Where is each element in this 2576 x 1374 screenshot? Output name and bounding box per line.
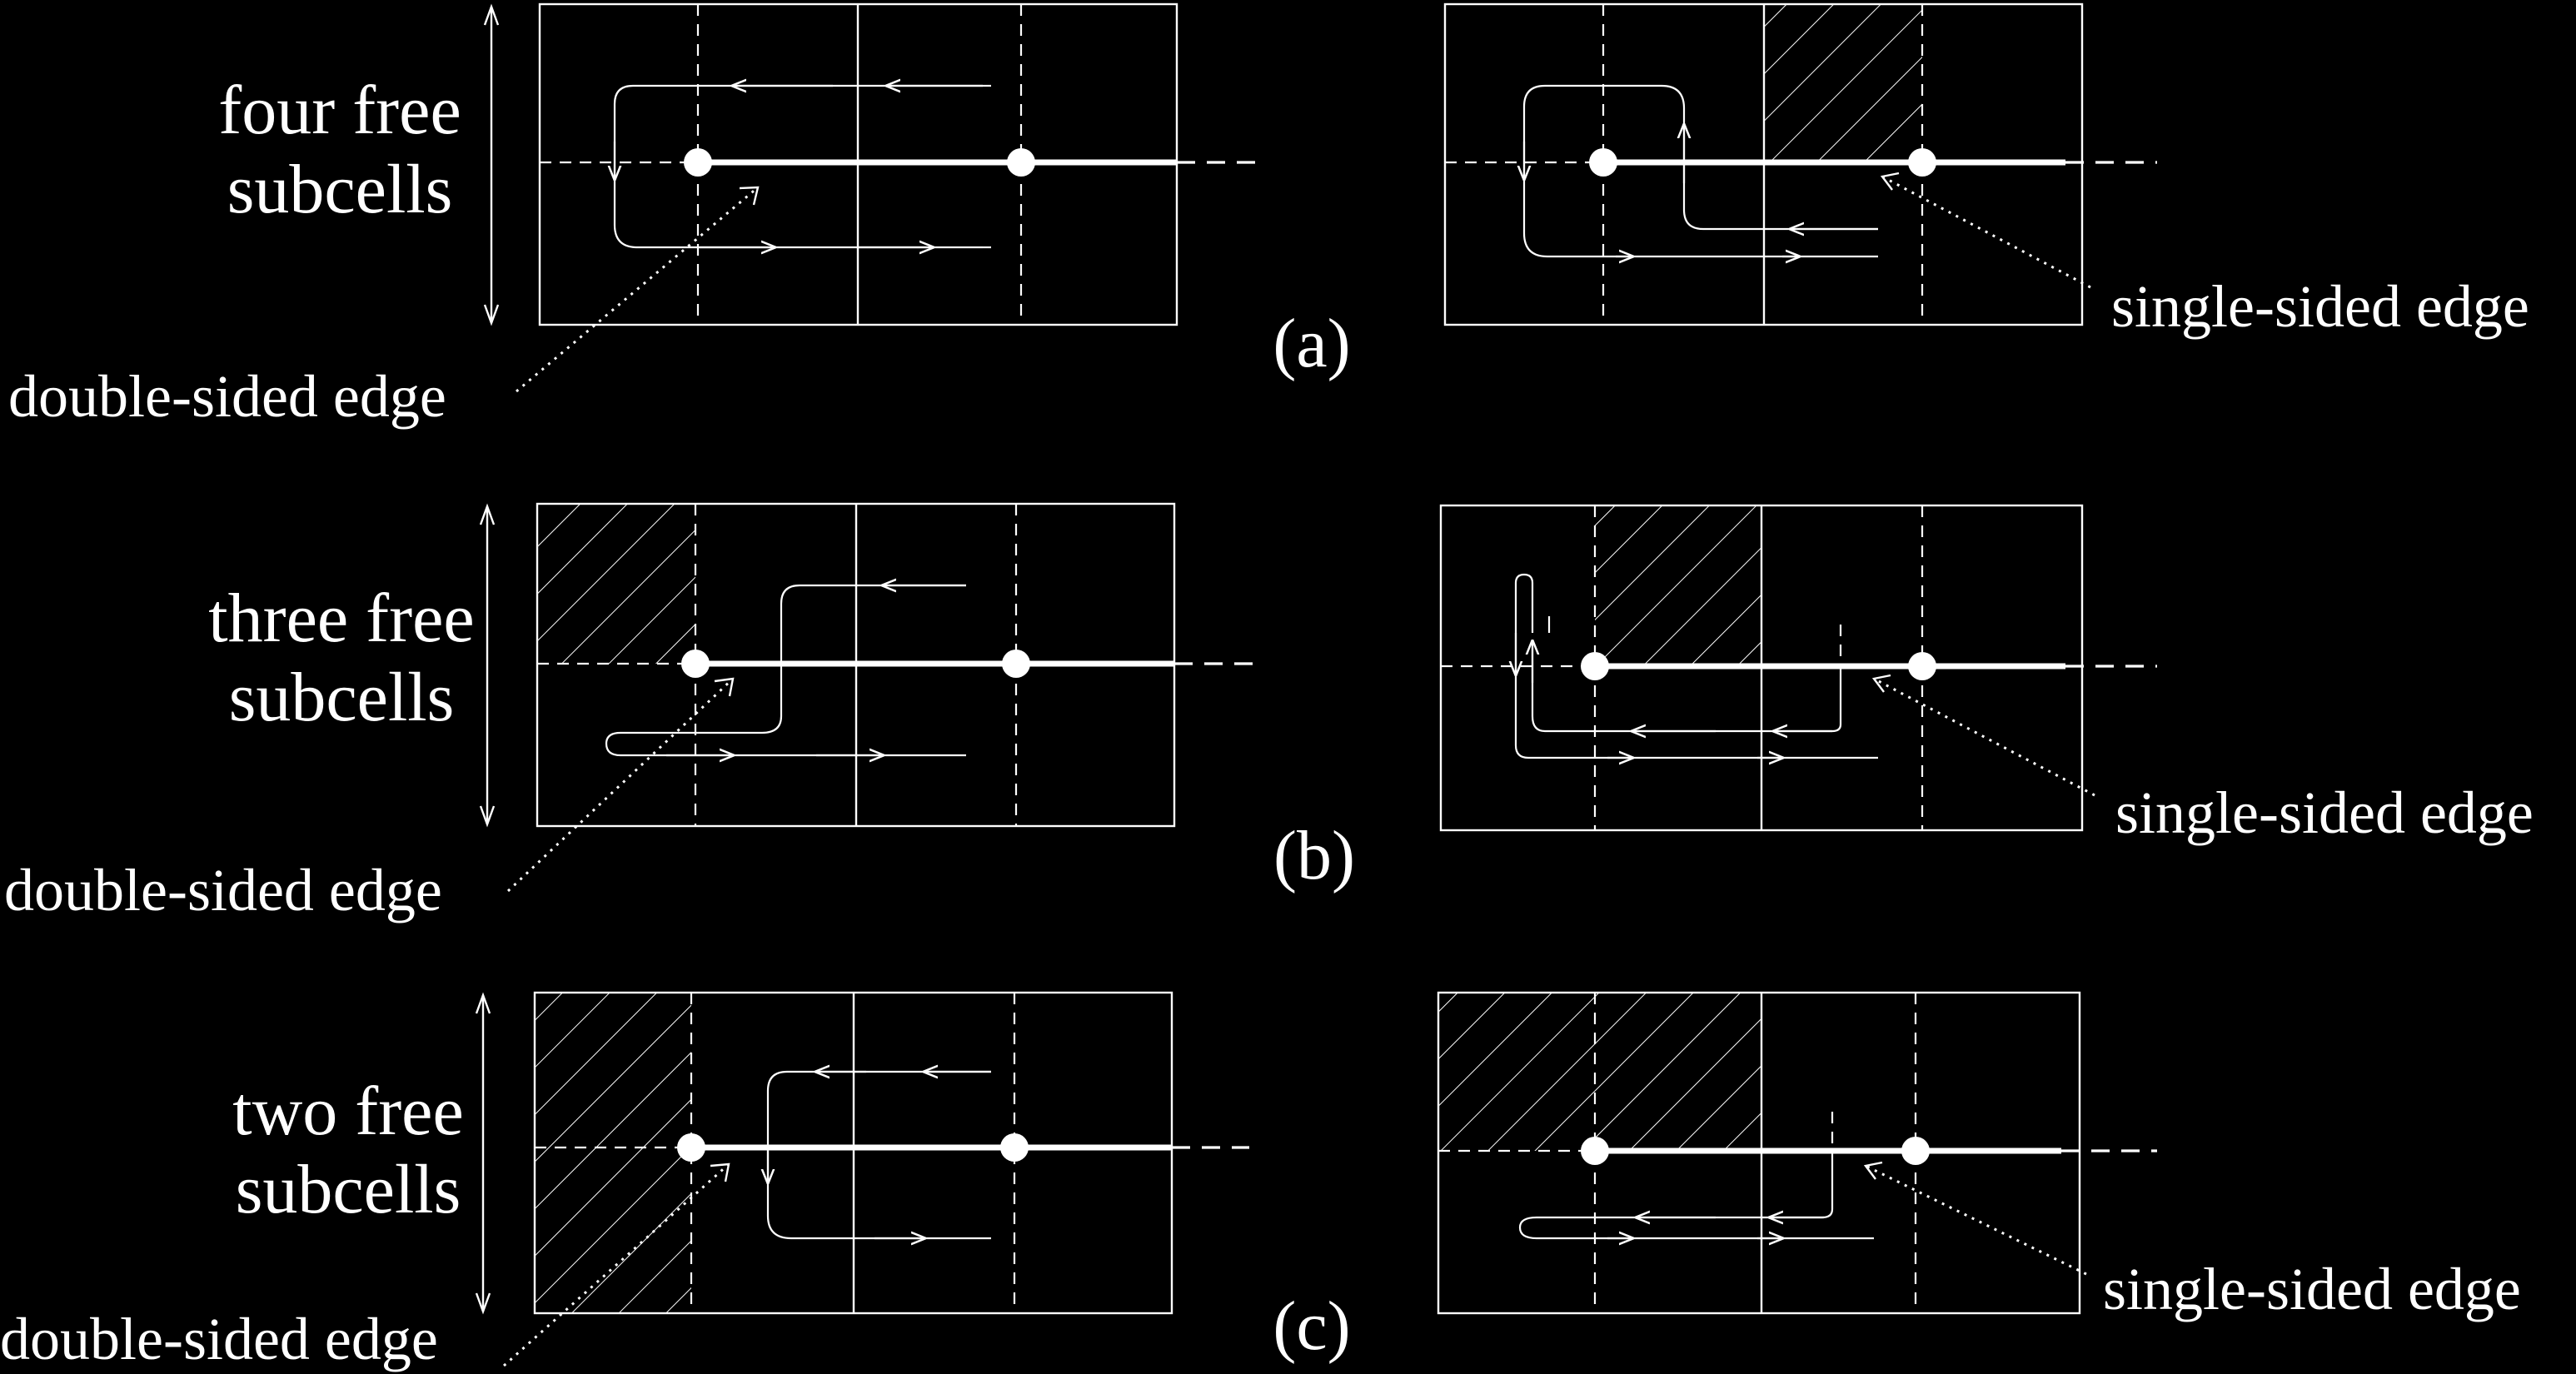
vertex-node [1007, 148, 1035, 177]
vertex-node [1581, 652, 1609, 680]
boundary-path [766, 1070, 991, 1240]
panel-tag: (a) [1273, 305, 1350, 382]
caption-pointer [506, 677, 735, 893]
vertex-node [1908, 148, 1936, 177]
blocked-subcell [535, 993, 691, 1313]
vertex-node [677, 1133, 705, 1162]
boundary-path [605, 584, 966, 757]
row-label-line2: subcells [236, 1151, 461, 1228]
row-c: two free subcells double-sided edge (c) … [0, 991, 2521, 1372]
panel-a-right [1443, 2, 2157, 326]
vertex-node [1908, 652, 1936, 680]
right-caption: single-sided edge [2115, 779, 2534, 846]
right-caption: single-sided edge [2111, 273, 2529, 340]
panel-b-left [479, 502, 1253, 893]
panel-a-left [483, 2, 1258, 393]
row-label-line1: two free [232, 1073, 464, 1150]
row-b: three free subcells double-sided edge (b… [4, 502, 2534, 923]
caption-pointer [1881, 175, 2091, 289]
vertex-node [1000, 1133, 1029, 1162]
boundary-path [1518, 1151, 1874, 1240]
caption-pointer [1865, 1164, 2087, 1276]
vertex-node [1581, 1137, 1609, 1165]
blocked-subcell [1764, 4, 1922, 162]
boundary-path [613, 84, 983, 249]
row-label-line1: three free [208, 580, 474, 657]
left-caption: double-sided edge [4, 857, 442, 923]
row-a: four free subcells double-sided edge (a)… [8, 2, 2529, 430]
panel-tag: (c) [1273, 1287, 1350, 1365]
left-caption: double-sided edge [0, 1306, 438, 1372]
left-caption: double-sided edge [8, 363, 446, 430]
blocked-subcell [1595, 505, 1761, 666]
caption-pointer [516, 186, 759, 393]
row-label-line2: subcells [229, 659, 455, 736]
vertex-node [681, 650, 710, 678]
blocked-subcell [537, 504, 695, 664]
row-label-line2: subcells [227, 151, 453, 228]
right-caption: single-sided edge [2103, 1256, 2521, 1322]
vertex-node [1589, 148, 1617, 177]
row-label-line1: four free [218, 72, 461, 149]
panel-b-right [1439, 504, 2157, 832]
cell-border [1437, 991, 2081, 1315]
panel-c-right [1437, 991, 2157, 1315]
panel-c-left [475, 991, 1249, 1367]
vertex-node [684, 148, 712, 177]
panel-tag: (b) [1273, 817, 1355, 894]
caption-pointer [1873, 677, 2095, 797]
caption-pointer [502, 1162, 730, 1367]
boundary-path [1522, 84, 1878, 258]
vertex-node [1901, 1137, 1930, 1165]
blocked-subcell [1438, 993, 1761, 1151]
vertex-node [1002, 650, 1030, 678]
